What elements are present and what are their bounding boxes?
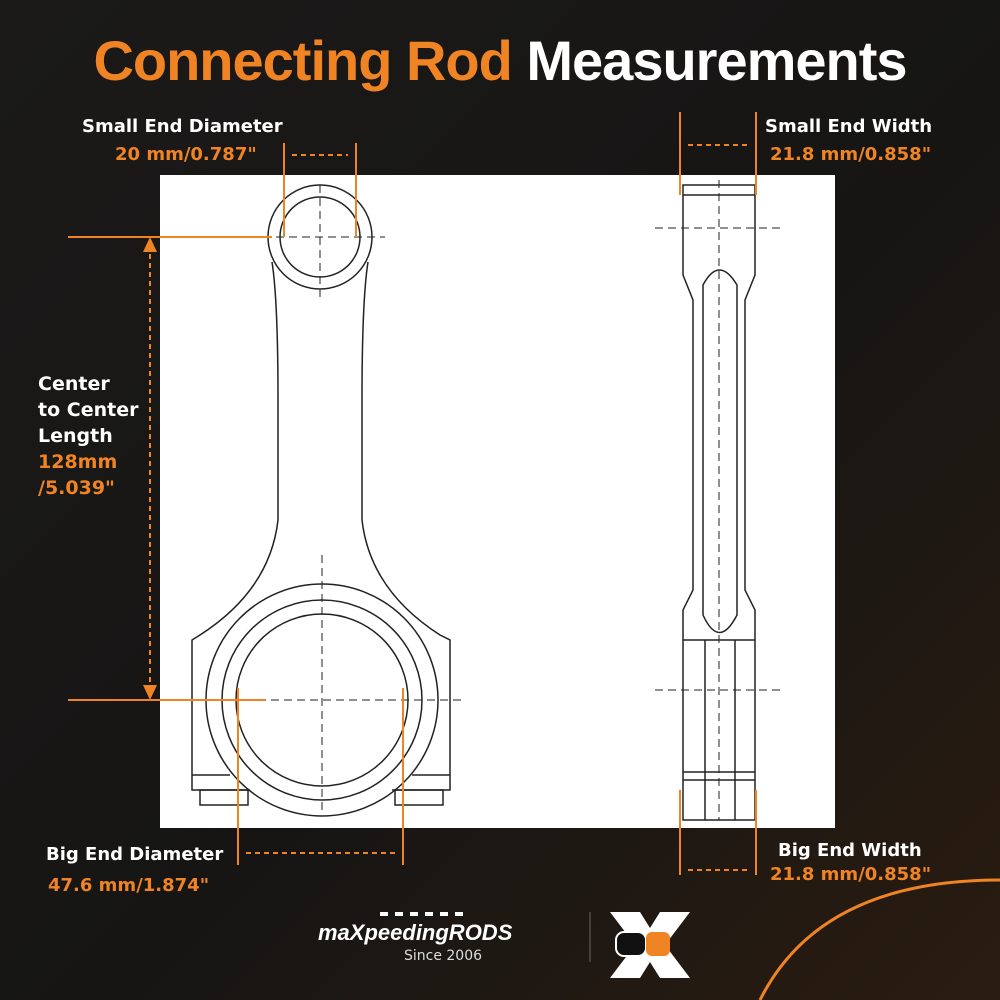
small-end-diameter-value: 20 mm/0.787" [115,144,257,165]
page-title: Connecting Rod Measurements [93,29,907,92]
center-to-center-label: Center to Center Length 128mm /5.039" [38,373,139,499]
dimension-lines [68,112,757,875]
decorative-curve [758,878,1000,1000]
small-end-width-value: 21.8 mm/0.858" [770,144,932,165]
big-end-width-value: 21.8 mm/0.858" [770,864,932,885]
drawing-panel [160,175,835,828]
big-end-diameter-label: Big End Diameter [46,844,224,865]
big-end-diameter-value: 47.6 mm/1.874" [48,875,210,896]
since-text: Since 2006 [403,948,483,964]
small-end-diameter-label: Small End Diameter [82,116,283,137]
big-end-width-label: Big End Width [778,840,922,861]
brand-logo: maXpeedingRODS [318,920,513,945]
xor-emblem-logo [610,912,690,978]
small-end-width-label: Small End Width [765,116,933,137]
checkered-flag-icon [380,912,463,916]
